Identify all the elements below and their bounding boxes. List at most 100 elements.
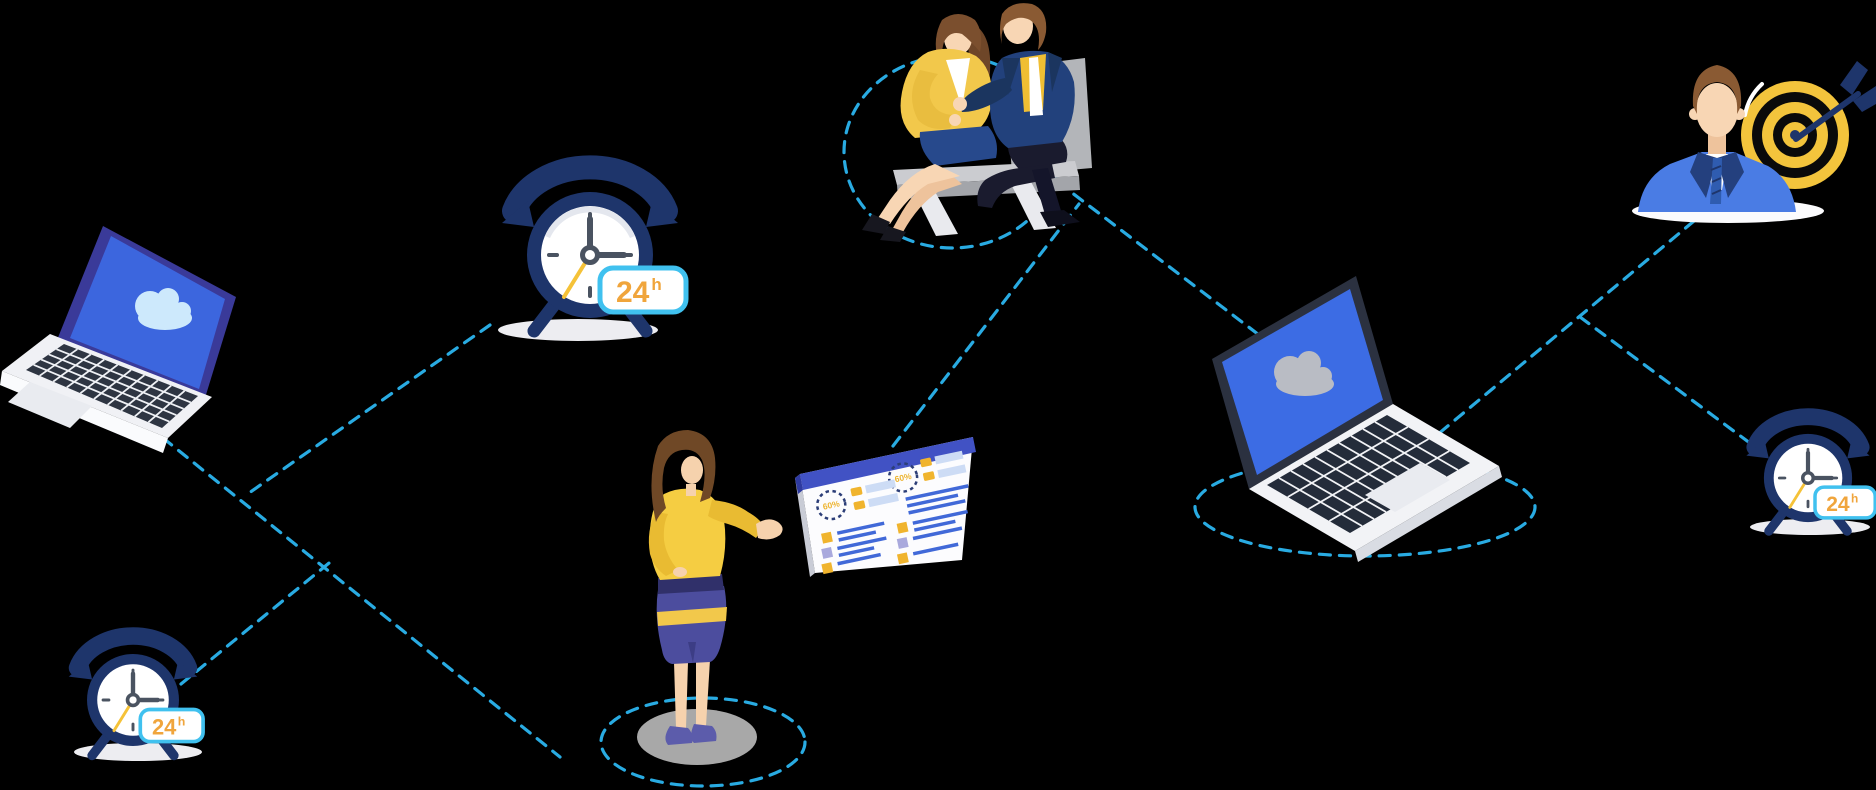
dashboard-folder-rows-right — [920, 450, 967, 481]
clock-bell-tip-left — [1746, 440, 1769, 459]
donut-chart-left — [816, 489, 847, 521]
presenter-arm-bent — [648, 512, 678, 576]
connector-dashboard-to-bench — [891, 202, 1081, 448]
cloud-icon — [1274, 351, 1334, 396]
clock-bell-tip-left — [502, 201, 534, 227]
bench-man — [953, 3, 1080, 227]
alarm-clock-small-right: 24h — [1746, 408, 1876, 536]
badge-frame — [597, 265, 689, 315]
presenter-hand — [756, 519, 783, 540]
presenter-skirt — [656, 586, 727, 664]
clock-leg-left — [1764, 508, 1788, 536]
donut-right-label: 60% — [894, 471, 913, 484]
bench-man-lapel-right — [1048, 52, 1062, 92]
badge-24h: 24h — [1813, 485, 1876, 520]
presenter-leg-left — [674, 662, 688, 728]
businessman-hair — [1692, 65, 1742, 114]
businessman-lapel-right — [1717, 152, 1744, 198]
clock-face-shading — [545, 206, 635, 238]
dashboard-content: 60% 60% — [816, 450, 969, 575]
laptop-right-front-edge — [1355, 466, 1502, 562]
badge-label: 24h — [1826, 492, 1858, 516]
connector-clock-large-branch — [247, 323, 492, 495]
laptop-left-trackpad — [8, 382, 92, 428]
bench-man-lower-leg — [1032, 168, 1062, 218]
presenter-skirt-slit — [688, 642, 696, 663]
businessman-lapel-left — [1690, 152, 1717, 198]
presenter-face — [681, 456, 703, 484]
clock-leg-left — [527, 298, 561, 338]
businessman-with-target — [1632, 61, 1876, 223]
clock-bell-icon — [1746, 408, 1870, 456]
dashboard-folder-rows-left — [850, 479, 899, 510]
donut-left-label: 60% — [822, 498, 841, 511]
bench-woman-leg-back — [893, 170, 962, 232]
presenter-shoe-right — [691, 724, 717, 743]
connector-clock-small-left-branch — [179, 557, 336, 686]
target-highlight — [1743, 82, 1764, 117]
clock-center-cap — [580, 245, 600, 265]
bench-woman-hair — [935, 14, 982, 66]
dashboard-line-stack — [905, 484, 969, 515]
clock-center-cap — [125, 692, 141, 708]
presenter-skirt-stripe — [657, 607, 727, 626]
clock-bell-tip-left — [68, 660, 93, 680]
dashboard-header-bar — [800, 437, 976, 490]
target-icon — [1741, 81, 1849, 189]
connector-to-clock-small-right — [1578, 315, 1764, 454]
bench-man-shoe — [1040, 210, 1080, 227]
badge-frame — [138, 707, 205, 744]
couple-talking-on-bench — [862, 3, 1092, 242]
presenter-figure — [648, 430, 783, 745]
bench-man-tie — [1029, 57, 1043, 116]
bench-woman-hand — [949, 114, 961, 126]
dart-icon — [1793, 61, 1876, 142]
presenter-arm-extended — [708, 500, 764, 538]
clock-bell-icon — [68, 627, 198, 677]
alarm-clock-small-left: 24h — [68, 627, 205, 761]
woman-presenting — [637, 430, 783, 765]
bench-man-arm — [960, 78, 1012, 112]
clock-bell-tip-right — [1847, 440, 1870, 459]
presenter-hand-waist — [673, 567, 687, 577]
dashboard-header-edge — [795, 474, 803, 494]
bench-woman-heel-1 — [862, 214, 890, 234]
connector-businessman-to-laptop-right — [1435, 219, 1696, 437]
bench-woman-arm — [911, 70, 955, 129]
dashboard-side-edge — [795, 474, 815, 577]
businessman-figure — [1638, 65, 1796, 212]
connector-ellipse-presenter — [599, 696, 807, 788]
bench-man-hair — [1000, 3, 1047, 50]
businessman-tie-stripes — [1710, 165, 1722, 195]
clock-bell-tip-right — [646, 201, 678, 227]
presenter-hair — [651, 430, 716, 522]
laptop-with-cloud-right — [1212, 276, 1502, 562]
clock-center-cap — [1801, 471, 1815, 485]
laptop-right-trackpad — [1365, 463, 1450, 512]
badge-label: 24h — [152, 714, 185, 739]
donut-chart-right — [887, 462, 919, 493]
clock-bell-tip-right — [173, 660, 198, 680]
dashboard-panel: 60% 60% — [795, 437, 976, 577]
presenter-shoe-left — [665, 726, 693, 745]
bench-woman-skirt — [919, 126, 997, 166]
businessman-neck — [1708, 132, 1726, 154]
cloud-icon — [135, 288, 192, 330]
laptop-left-keyboard — [26, 344, 198, 428]
bench-man-hips — [1008, 140, 1068, 170]
bench-woman-blouse — [946, 58, 970, 108]
businessman-face — [1696, 83, 1738, 137]
presenter-neck — [686, 484, 696, 496]
badge-24h: 24h — [138, 707, 205, 744]
badge-frame — [1813, 485, 1876, 520]
clock-leg-left — [87, 731, 112, 761]
bench-woman-leg — [878, 164, 960, 224]
dashboard-list-left — [821, 521, 887, 575]
laptop-with-cloud-left — [0, 226, 236, 453]
connector-bench-to-laptop-right — [1040, 168, 1269, 343]
